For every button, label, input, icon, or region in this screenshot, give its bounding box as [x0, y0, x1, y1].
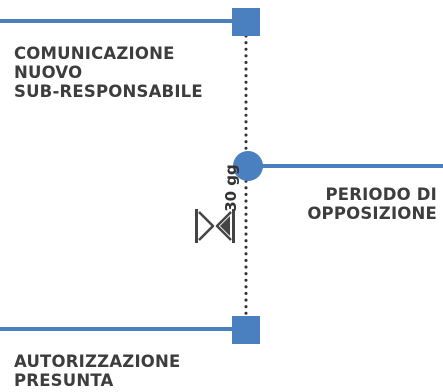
event-label-comunicazione: COMUNICAZIONE NUOVO SUB-RESPONSABILE	[14, 44, 203, 101]
duration-label: 30 gg	[222, 164, 240, 212]
event-label-opposizione: PERIODO DI OPPOSIZIONE	[307, 185, 437, 223]
event-label-line: SUB-RESPONSABILE	[14, 82, 203, 101]
square-marker-top	[232, 8, 260, 36]
event-label-line: COMUNICAZIONE	[14, 44, 175, 63]
event-label-line: PERIODO DI	[325, 185, 437, 204]
event-label-line: NUOVO	[14, 63, 83, 82]
event-label-autorizzazione: AUTORIZZAZIONE PRESUNTA	[14, 352, 181, 390]
event-label-line: OPPOSIZIONE	[307, 204, 437, 223]
hourglass-icon	[195, 209, 235, 243]
circle-marker-middle	[233, 151, 263, 181]
square-marker-bottom	[232, 316, 260, 344]
event-label-line: PRESUNTA	[14, 371, 114, 390]
event-label-line: AUTORIZZAZIONE	[14, 352, 181, 371]
